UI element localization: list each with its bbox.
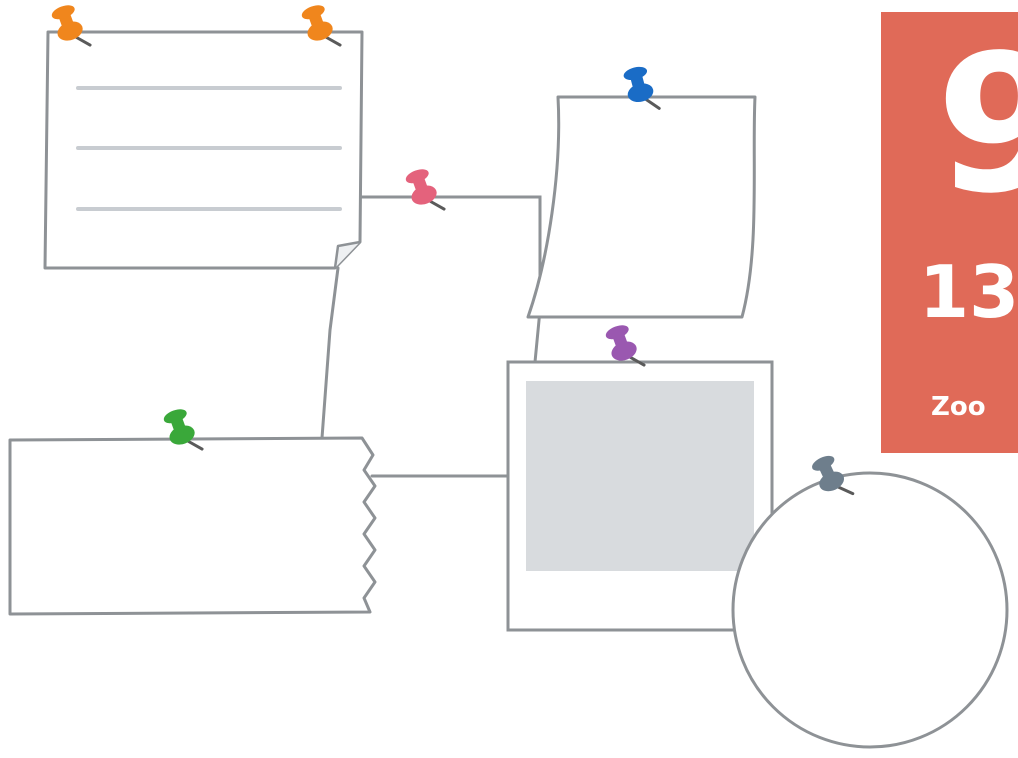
connector-line — [533, 308, 542, 364]
photo-frame — [506, 360, 774, 632]
torn-paper — [8, 436, 377, 616]
photo-placeholder — [526, 381, 754, 571]
badge-number: 9 — [936, 14, 1018, 235]
connector-line — [358, 195, 542, 302]
overlay-badge: 9 13 Zoo — [881, 12, 1018, 453]
lined-note — [43, 30, 364, 270]
pink-pin-icon — [401, 164, 446, 220]
circle-note — [731, 471, 1009, 749]
badge-caption: Zoo — [931, 392, 986, 422]
badge-subnumber: 13 — [919, 250, 1018, 334]
curled-note — [526, 95, 757, 319]
connector-line — [320, 266, 340, 440]
